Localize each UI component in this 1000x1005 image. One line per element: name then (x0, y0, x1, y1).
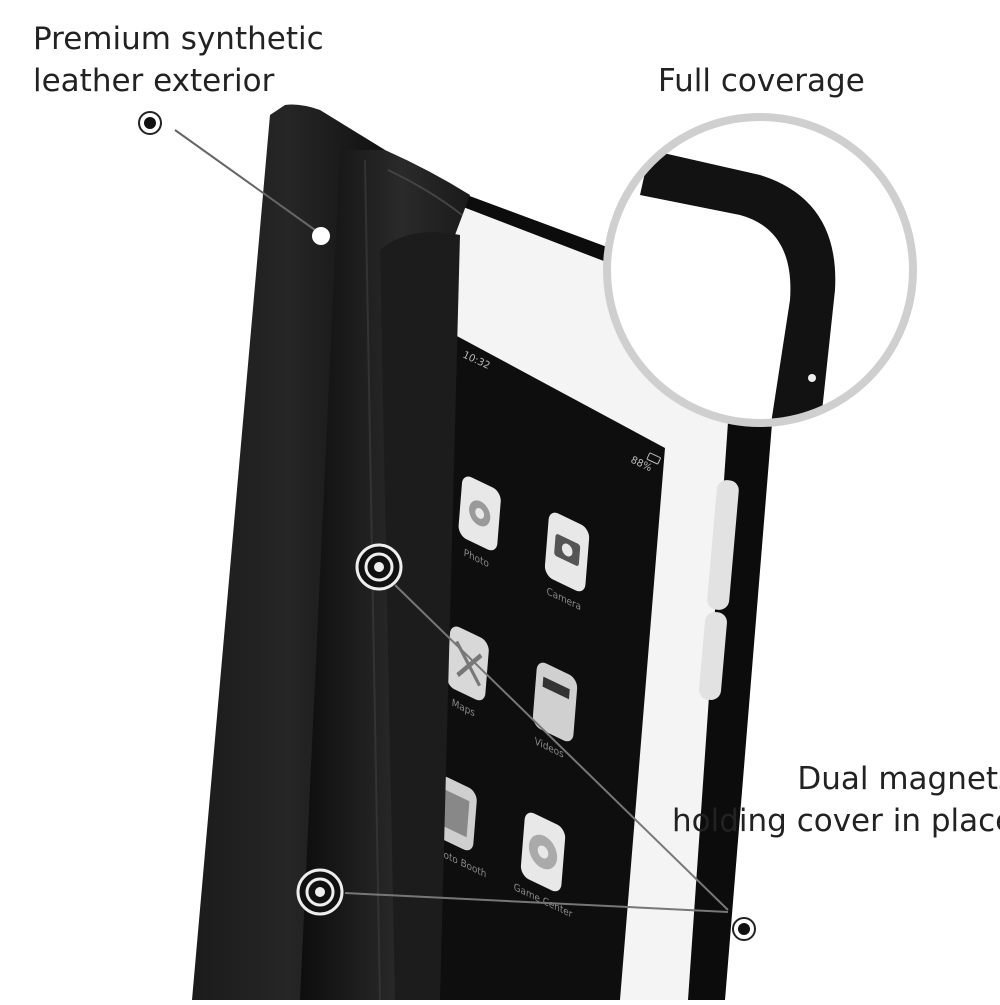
magnet-callout-marker (732, 917, 756, 941)
leather-label-line1: Premium synthetic (33, 21, 324, 57)
coverage-callout-label: Full coverage (658, 60, 865, 102)
volume-down-button (699, 612, 727, 700)
leather-callout-label: Premium synthetic leather exterior (33, 18, 324, 102)
coverage-label-text: Full coverage (658, 63, 865, 99)
leather-label-line2: leather exterior (33, 63, 275, 99)
coverage-magnifier (603, 113, 917, 427)
magnet-marker-bottom (296, 868, 344, 916)
smart-cover-fold-edge (380, 232, 460, 1001)
leather-callout-line (174, 129, 316, 231)
magnets-label-line1: Dual magnets (797, 761, 1000, 797)
photo-app-icon: Photo (458, 476, 501, 571)
magnet-callout-line-top (394, 584, 729, 911)
magnets-callout-label: Dual magnets holding cover in place (672, 758, 1000, 842)
leather-callout-marker (138, 111, 162, 135)
leather-point-dot (312, 227, 330, 245)
magnet-callout-line-bottom (344, 892, 729, 913)
cover-fold-highlight (387, 169, 463, 216)
magnets-label-line2: holding cover in place (672, 803, 1000, 839)
battery-icon (646, 452, 661, 465)
magnet-marker-top (355, 543, 403, 591)
speaker-hole (808, 374, 816, 382)
volume-up-button (707, 480, 739, 610)
